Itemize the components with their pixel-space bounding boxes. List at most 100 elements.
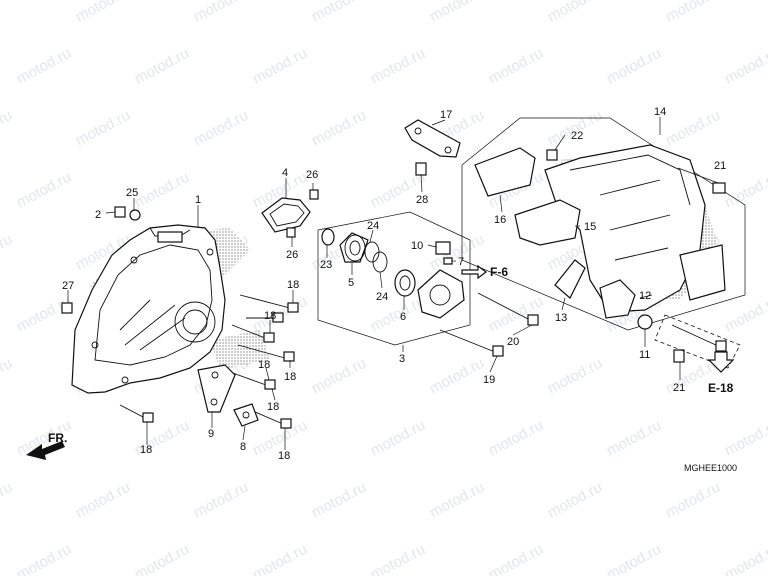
watermark-text: motod.ru	[663, 107, 723, 150]
label-18d: 18	[258, 359, 270, 371]
label-23: 23	[320, 259, 332, 271]
label-3: 3	[399, 353, 405, 365]
watermark-text: motod.ru	[604, 417, 664, 460]
watermark-text: motod.ru	[545, 107, 605, 150]
label-18b: 18	[264, 310, 276, 322]
label-10: 10	[411, 240, 423, 252]
label-25: 25	[126, 187, 138, 199]
label-18f: 18	[278, 450, 290, 462]
watermark-text: motod.ru	[309, 107, 369, 150]
label-15: 15	[584, 221, 596, 233]
watermark-text: motod.ru	[14, 541, 74, 576]
watermark-text: motod.ru	[0, 0, 15, 26]
label-17: 17	[440, 109, 452, 121]
label-14: 14	[654, 106, 666, 118]
dowel-26a	[309, 189, 319, 200]
watermark-text: motod.ru	[14, 169, 74, 212]
oring-2	[129, 209, 141, 221]
label-13: 13	[555, 312, 567, 324]
collar-11	[637, 314, 653, 330]
dowel-pin-27	[61, 302, 73, 314]
label-26a: 26	[306, 169, 318, 181]
watermark-text: motod.ru	[722, 45, 768, 88]
bracket-9	[197, 364, 236, 413]
watermark-text: motod.ru	[545, 0, 605, 26]
label-24a: 24	[367, 220, 379, 232]
label-19: 19	[483, 374, 495, 386]
watermark-text: motod.ru	[309, 479, 369, 522]
watermark-text: motod.ru	[191, 479, 251, 522]
diagram-code: MGHEE1000	[684, 463, 737, 473]
label-6: 6	[400, 311, 406, 323]
label-7: 7	[458, 256, 464, 268]
e18-arrow	[707, 351, 735, 373]
label-5: 5	[348, 277, 354, 289]
watermark-text: motod.ru	[545, 479, 605, 522]
label-18c: 18	[284, 371, 296, 383]
bolt-12-head	[715, 340, 727, 352]
label-9: 9	[208, 428, 214, 440]
watermark-text: motod.ru	[0, 107, 15, 150]
watermark-text: motod.ru	[486, 541, 546, 576]
bolts-19-20	[439, 292, 539, 357]
bolt-28	[415, 162, 427, 176]
label-2: 2	[95, 209, 101, 221]
watermark-text: motod.ru	[191, 107, 251, 150]
plate-8	[233, 403, 259, 427]
bolt-group-18	[119, 294, 299, 429]
duct-assy-box	[461, 117, 746, 331]
label-22: 22	[571, 130, 583, 142]
watermark-text: motod.ru	[73, 0, 133, 26]
e18-ref-box	[654, 314, 741, 369]
label-12: 12	[639, 290, 651, 302]
watermark-text: motod.ru	[722, 541, 768, 576]
label-24b: 24	[376, 291, 388, 303]
pump-assy-box	[317, 211, 471, 346]
watermark-text: motod.ru	[0, 231, 15, 274]
water-pump-parts	[321, 228, 465, 319]
air-duct	[474, 144, 726, 319]
leader-lines	[67, 117, 719, 450]
label-27: 27	[62, 280, 74, 292]
watermark-text: motod.ru	[309, 0, 369, 26]
bolt-21a	[712, 182, 726, 194]
label-16: 16	[494, 214, 506, 226]
label-1: 1	[195, 194, 201, 206]
watermark-text: motod.ru	[132, 45, 192, 88]
watermark-text: motod.ru	[427, 479, 487, 522]
label-18e: 18	[267, 401, 279, 413]
watermark-text: motod.ru	[722, 293, 768, 336]
watermark-text: motod.ru	[73, 479, 133, 522]
label-21b: 21	[673, 382, 685, 394]
ref-front: FR.	[48, 431, 67, 445]
watermark-text: motod.ru	[427, 355, 487, 398]
watermark-text: motod.ru	[14, 45, 74, 88]
label-8: 8	[240, 441, 246, 453]
watermark-text: motod.ru	[132, 541, 192, 576]
watermark-text: motod.ru	[722, 417, 768, 460]
front-arrow	[26, 441, 65, 460]
label-26b: 26	[286, 249, 298, 261]
watermark-text: motod.ru	[663, 0, 723, 26]
watermark-text: motod.ru	[368, 541, 428, 576]
grommet-22	[546, 149, 558, 161]
watermark-text: motod.ru	[486, 45, 546, 88]
watermark-text: motod.ru	[309, 355, 369, 398]
watermark-text: motod.ru	[486, 293, 546, 336]
watermark-text: motod.ru	[250, 541, 310, 576]
watermark-text: motod.ru	[486, 417, 546, 460]
watermark-text: motod.ru	[663, 479, 723, 522]
label-28: 28	[416, 194, 428, 206]
watermark-text: motod.ru	[368, 45, 428, 88]
label-11: 11	[639, 349, 650, 361]
watermark-text: motod.ru	[604, 45, 664, 88]
watermark-text: motod.ru	[73, 107, 133, 150]
ref-e18: E-18	[708, 381, 734, 395]
bolt-21b	[673, 349, 685, 363]
watermark-text: motod.ru	[250, 45, 310, 88]
watermark-text: motod.ru	[368, 417, 428, 460]
bolt-12-shaft	[671, 324, 719, 347]
label-21a: 21	[714, 160, 726, 172]
f6-arrow	[461, 264, 487, 280]
